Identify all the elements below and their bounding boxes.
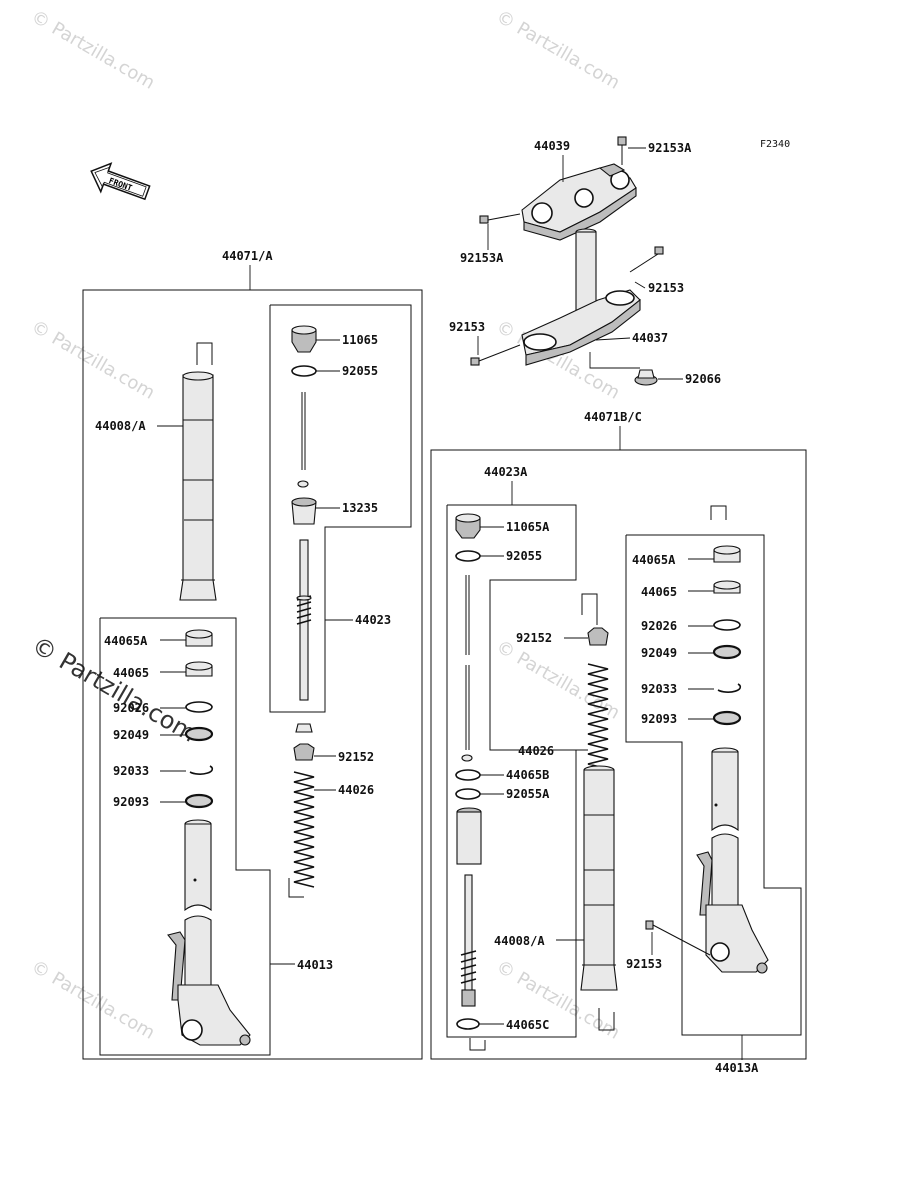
cap-bolt-11065A	[455, 513, 481, 539]
oring-92055-right	[455, 550, 481, 562]
watermark-3: © Partzilla.com	[28, 316, 159, 404]
outer-tube-right	[580, 765, 618, 1031]
cap-bolt-left	[291, 325, 317, 353]
collar-13235	[291, 497, 317, 525]
label-92153-upper: 92153	[648, 281, 684, 295]
front-arrow-icon: FRONT	[90, 162, 151, 201]
label-92152-left: 92152	[338, 750, 374, 764]
label-44071A: 44071/A	[222, 249, 273, 263]
label-44013: 44013	[297, 958, 333, 972]
label-11065A: 11065A	[506, 520, 550, 534]
label-92026-left: 92026	[113, 701, 149, 715]
label-44023A: 44023A	[484, 465, 528, 479]
label-44037: 44037	[632, 331, 668, 345]
label-44065-left: 44065	[113, 666, 149, 680]
box-44023A	[446, 504, 577, 1038]
label-92033-right: 92033	[641, 682, 677, 696]
cap-92066	[634, 369, 658, 386]
label-92153-lower: 92153	[449, 320, 485, 334]
label-44071BC: 44071B/C	[584, 410, 642, 424]
label-44065-right: 44065	[641, 585, 677, 599]
oring-92055-left	[291, 365, 317, 377]
label-44023: 44023	[355, 613, 391, 627]
label-44026-left: 44026	[338, 783, 374, 797]
label-92055-left: 92055	[342, 364, 378, 378]
oring-92055A	[455, 788, 481, 800]
label-92026-right: 92026	[641, 619, 677, 633]
label-11065: 11065	[342, 333, 378, 347]
box-44013	[99, 617, 271, 1056]
box-44013A	[625, 534, 802, 1036]
label-92152-right: 92152	[516, 631, 552, 645]
oring-44065B	[455, 769, 481, 781]
label-92153A-left: 92153A	[460, 251, 504, 265]
bolt-92153-right	[645, 920, 711, 956]
bolt-92153A-left	[479, 213, 521, 224]
damper-rod-right	[460, 874, 477, 1007]
box-44023	[269, 304, 412, 713]
label-44065A-left: 44065A	[104, 634, 148, 648]
label-13235: 13235	[342, 501, 378, 515]
spring-44026-left	[288, 771, 315, 898]
label-92049-right: 92049	[641, 646, 677, 660]
label-92049-left: 92049	[113, 728, 149, 742]
box-44071BC	[430, 449, 807, 1060]
cartridge-44023	[296, 539, 312, 701]
label-92093-left: 92093	[113, 795, 149, 809]
spring-44026-right	[587, 663, 609, 780]
upper-triple-clamp-44039	[521, 163, 637, 241]
label-44008A-right: 44008/A	[494, 934, 545, 948]
bolt-92153A-top	[617, 136, 627, 165]
bolt-92153-upper	[629, 246, 664, 273]
bolt-92153-lower	[470, 344, 521, 366]
nut-92152-left	[293, 723, 315, 761]
label-92153-right: 92153	[626, 957, 662, 971]
label-92066: 92066	[685, 372, 721, 386]
diagram-code: F2340	[760, 139, 790, 150]
label-44039: 44039	[534, 139, 570, 153]
watermark-2: © Partzilla.com	[493, 6, 624, 94]
label-92153A-top: 92153A	[648, 141, 692, 155]
nut-92152-right	[581, 593, 609, 646]
inner-tube-44013A-right	[696, 747, 769, 974]
label-44065C: 44065C	[506, 1018, 549, 1032]
seal-stack-right	[712, 545, 742, 726]
label-44026-right: 44026	[518, 744, 554, 758]
outer-tube-left	[179, 342, 217, 601]
label-44065A-right: 44065A	[632, 553, 676, 567]
lower-triple-clamp-44037	[521, 289, 641, 366]
label-44008A-left: 44008/A	[95, 419, 146, 433]
label-44065B: 44065B	[506, 768, 549, 782]
box-44071A	[82, 289, 423, 1060]
damper-cylinder-right	[456, 807, 482, 865]
label-92055-right: 92055	[506, 549, 542, 563]
watermark-1: © Partzilla.com	[28, 6, 159, 94]
label-92033-left: 92033	[113, 764, 149, 778]
label-92093-right: 92093	[641, 712, 677, 726]
label-44013A: 44013A	[715, 1061, 759, 1075]
watermark-7: © Partzilla.com	[28, 956, 159, 1044]
label-92055A: 92055A	[506, 787, 550, 801]
inner-tube-44013-left	[167, 819, 251, 1046]
seal-stack-left	[184, 629, 214, 809]
oring-44065C	[456, 1018, 480, 1030]
